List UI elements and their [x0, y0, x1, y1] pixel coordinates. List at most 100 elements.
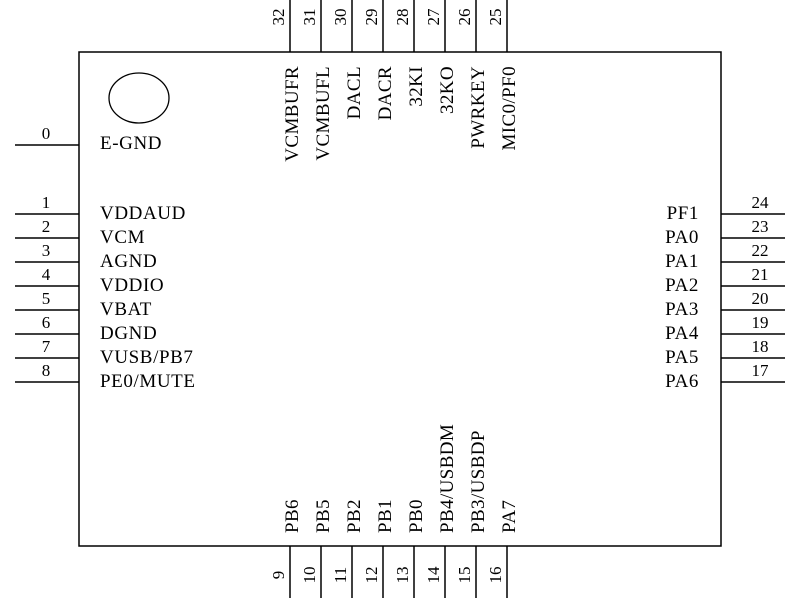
left-pin-2: 2 VCM	[15, 217, 144, 248]
left-pin-4-label: VDDIO	[100, 275, 164, 296]
right-pin-24: 24 PF1	[667, 193, 785, 224]
right-pin-23: 23 PA0	[665, 217, 785, 248]
left-pin-3-label: AGND	[100, 251, 157, 272]
bottom-pin-15: 15 PB3/USBDP	[455, 430, 489, 598]
top-pin-29-number: 29	[362, 9, 381, 26]
chip-body	[78, 51, 722, 547]
right-pin-22-number: 22	[752, 241, 769, 260]
right-pin-23-label: PA0	[665, 227, 699, 248]
left-pin-5: 5 VBAT	[15, 289, 152, 320]
top-pin-25-label: MIC0/PF0	[499, 66, 520, 151]
right-pin-17-number: 17	[752, 361, 770, 380]
top-pin-27-number: 27	[424, 8, 443, 26]
right-pin-21-number: 21	[752, 265, 769, 284]
top-pin-26-label: PWRKEY	[468, 66, 489, 149]
bottom-pin-14-number: 14	[424, 566, 443, 584]
bottom-pin-10: 10 PB5	[300, 499, 334, 598]
top-pins: 32 VCMBUFR 31 VCMBUFL 30 DACL 29 DACR 28…	[269, 0, 520, 162]
bottom-pin-12-number: 12	[362, 567, 381, 584]
left-pin-8-number: 8	[42, 361, 51, 380]
left-pin-5-label: VBAT	[100, 299, 152, 320]
top-pin-30-number: 30	[331, 9, 350, 26]
bottom-pin-12-label: PB1	[375, 499, 396, 533]
top-pin-29: 29 DACR	[362, 0, 396, 120]
left-pin-7-label: VUSB/PB7	[100, 347, 194, 368]
right-pin-20: 20 PA3	[665, 289, 785, 320]
top-pin-29-label: DACR	[375, 66, 396, 120]
pin-egnd: 0 E-GND	[15, 124, 162, 154]
top-pin-31-number: 31	[300, 9, 319, 26]
bottom-pin-14: 14 PB4/USBDM	[424, 424, 458, 598]
left-pin-8-label: PE0/MUTE	[100, 371, 196, 392]
bottom-pin-15-number: 15	[455, 567, 474, 584]
bottom-pin-13: 13 PB0	[393, 499, 427, 598]
top-pin-25-number: 25	[486, 9, 505, 26]
top-pin-28-label: 32KI	[406, 66, 427, 107]
bottom-pin-11: 11 PB2	[331, 499, 365, 598]
left-pin-4-number: 4	[42, 265, 51, 284]
left-pin-1-label: VDDAUD	[100, 203, 186, 224]
bottom-pin-15-label: PB3/USBDP	[468, 430, 489, 533]
bottom-pin-14-label: PB4/USBDM	[437, 424, 458, 533]
top-pin-27: 27 32KO	[424, 0, 458, 114]
right-pin-19-number: 19	[752, 313, 769, 332]
right-pin-18: 18 PA5	[665, 337, 785, 368]
left-pin-1: 1 VDDAUD	[15, 193, 186, 224]
top-pin-25: 25 MIC0/PF0	[486, 0, 520, 151]
right-pin-21: 21 PA2	[665, 265, 785, 296]
right-pin-24-label: PF1	[667, 203, 699, 224]
right-pin-22-label: PA1	[665, 251, 699, 272]
right-pin-19: 19 PA4	[665, 313, 785, 344]
right-pin-17-label: PA6	[665, 371, 699, 392]
right-pin-20-label: PA3	[665, 299, 699, 320]
top-pin-30-label: DACL	[344, 66, 365, 119]
left-pin-1-number: 1	[42, 193, 51, 212]
right-pin-18-number: 18	[752, 337, 769, 356]
top-pin-31-label: VCMBUFL	[313, 66, 334, 161]
right-pin-17: 17 PA6	[665, 361, 785, 392]
left-pin-7-number: 7	[42, 337, 51, 356]
bottom-pin-11-number: 11	[331, 567, 350, 583]
top-pin-32-label: VCMBUFR	[282, 66, 303, 162]
bottom-pins: 9 PB6 10 PB5 11 PB2 12 PB1 13 PB0 14 PB4…	[269, 424, 520, 598]
right-pin-24-number: 24	[752, 193, 770, 212]
right-pin-21-label: PA2	[665, 275, 699, 296]
right-pin-20-number: 20	[752, 289, 769, 308]
bottom-pin-12: 12 PB1	[362, 499, 396, 598]
right-pin-18-label: PA5	[665, 347, 699, 368]
left-pin-7: 7 VUSB/PB7	[15, 337, 194, 368]
pin1-marker-circle	[108, 72, 170, 124]
left-pins: 1 VDDAUD 2 VCM 3 AGND 4 VDDIO 5 VBAT 6 D…	[15, 193, 196, 392]
bottom-pin-13-number: 13	[393, 567, 412, 584]
top-pin-26-number: 26	[455, 9, 474, 26]
right-pin-22: 22 PA1	[665, 241, 785, 272]
right-pin-19-label: PA4	[665, 323, 699, 344]
left-pin-8: 8 PE0/MUTE	[15, 361, 196, 392]
right-pins: 24 PF1 23 PA0 22 PA1 21 PA2 20 PA3 19 PA…	[665, 193, 785, 392]
top-pin-30: 30 DACL	[331, 0, 365, 119]
bottom-pin-13-label: PB0	[406, 499, 427, 533]
bottom-pin-10-label: PB5	[313, 499, 334, 533]
pin-egnd-label: E-GND	[100, 133, 162, 154]
top-pin-32-number: 32	[269, 9, 288, 26]
left-pin-6-label: DGND	[100, 323, 157, 344]
top-pin-27-label: 32KO	[437, 66, 458, 114]
bottom-pin-16-label: PA7	[499, 500, 520, 533]
pin-egnd-number: 0	[42, 124, 51, 143]
top-pin-26: 26 PWRKEY	[455, 0, 489, 149]
left-pin-3-number: 3	[42, 241, 51, 260]
bottom-pin-11-label: PB2	[344, 499, 365, 533]
left-pin-6: 6 DGND	[15, 313, 157, 344]
top-pin-31: 31 VCMBUFL	[300, 0, 334, 161]
left-pin-2-number: 2	[42, 217, 51, 236]
left-pin-5-number: 5	[42, 289, 51, 308]
left-pin-6-number: 6	[42, 313, 51, 332]
left-pin-3: 3 AGND	[15, 241, 157, 272]
bottom-pin-16-number: 16	[486, 567, 505, 584]
left-pin-4: 4 VDDIO	[15, 265, 164, 296]
top-pin-32: 32 VCMBUFR	[269, 0, 303, 162]
top-pin-28-number: 28	[393, 9, 412, 26]
bottom-pin-9-number: 9	[269, 571, 288, 580]
bottom-pin-9: 9 PB6	[269, 499, 303, 598]
